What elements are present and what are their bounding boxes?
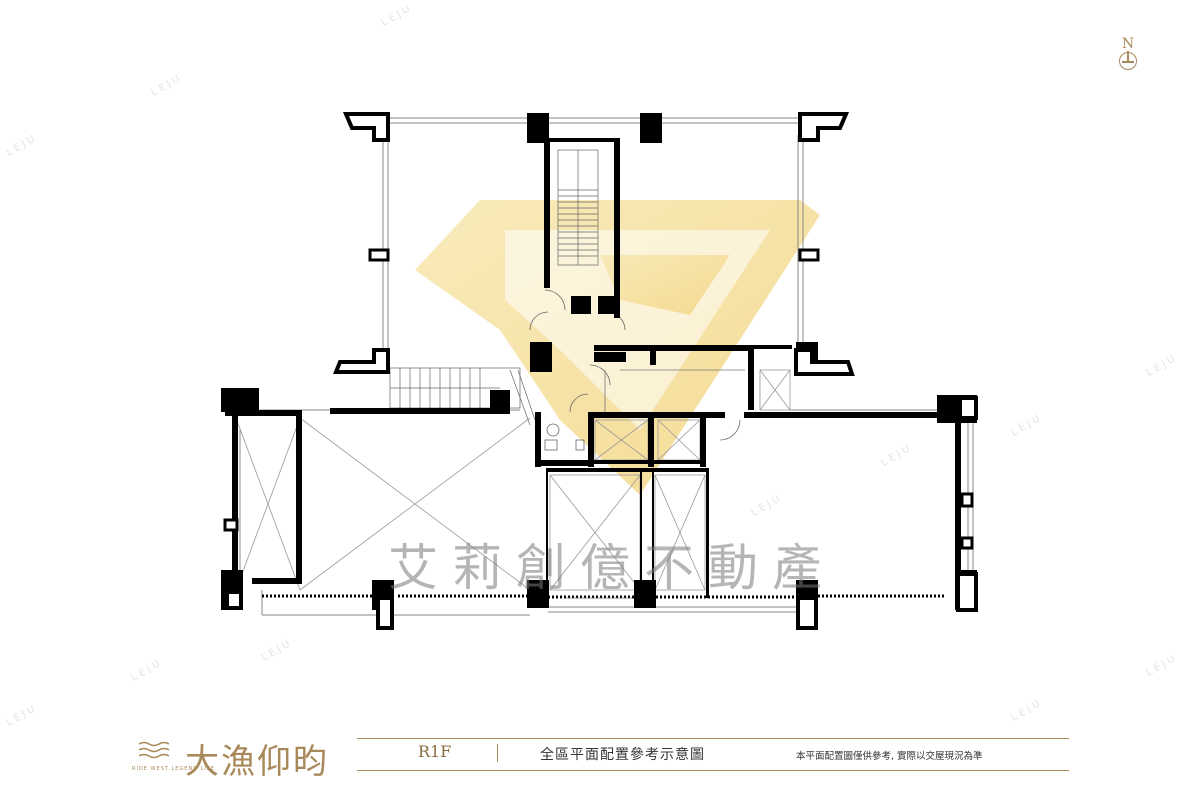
- interior-lines: [565, 369, 745, 599]
- corner-pieces: [225, 112, 978, 630]
- parapet-dashed-lines: [262, 594, 945, 599]
- staircase-west: [389, 367, 536, 426]
- compass-icon: [1119, 51, 1137, 70]
- footer-rule-bottom: [357, 770, 1069, 771]
- fixtures: [544, 423, 585, 451]
- brand-name: 大漁仰昀: [185, 742, 329, 782]
- brand-tagline: RIDE WEST LEGEND LIFE: [132, 766, 215, 772]
- north-label: N: [1121, 36, 1135, 52]
- brand-logo-waves-icon: [138, 741, 170, 759]
- staircase-north: [557, 149, 599, 266]
- walls: [225, 138, 961, 598]
- void-cross-marks: [235, 369, 791, 591]
- floor-label: R1F: [418, 742, 452, 761]
- footer-separator: [497, 744, 498, 762]
- wall-notches: [223, 248, 974, 550]
- disclaimer-text: 本平面配置圖僅供參考, 實際以交屋現況為準: [796, 751, 983, 762]
- footer-rule-top: [357, 738, 1069, 739]
- agency-stamp-text: 艾莉創億不動產: [388, 539, 836, 597]
- north-arrow: N: [1115, 36, 1141, 70]
- plan-caption: 全區平面配置參考示意圖: [540, 747, 705, 763]
